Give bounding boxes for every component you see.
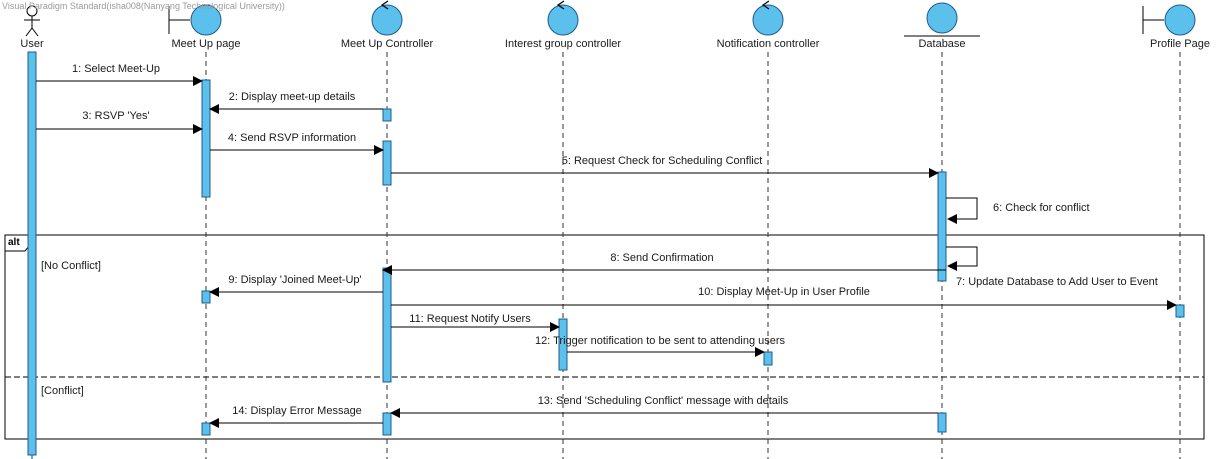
message-label-11: 11: Request Notify Users	[409, 313, 531, 325]
actor-leg-right-icon	[31, 27, 39, 37]
message-label-7: 7: Update Database to Add User to Event	[956, 276, 1158, 288]
message-label-6: 6: Check for conflict	[993, 202, 1090, 214]
activation-database-2	[937, 412, 947, 433]
message-label-13: 13: Send 'Scheduling Conflict' message w…	[537, 395, 789, 407]
activation-meetup-controller-2	[382, 140, 392, 186]
message-label-14: 14: Display Error Message	[232, 405, 362, 417]
alt-fragment-frame	[4, 234, 1205, 440]
activation-database-1	[937, 171, 947, 282]
entity-database-icon	[926, 2, 958, 34]
control-notification-controller-icon	[752, 4, 784, 36]
message-label-10: 10: Display Meet-Up in User Profile	[698, 286, 870, 298]
message-label-2: 2: Display meet-up details	[228, 91, 356, 103]
participant-label-interest-controller: Interest group controller	[504, 38, 622, 50]
message-label-4: 4: Send RSVP information	[227, 132, 357, 144]
activation-meetup-controller-3	[382, 267, 392, 383]
guard-no-conflict: [No Conflict]	[41, 260, 101, 272]
message-arrow-7	[946, 246, 978, 271]
activation-meetup-page-1	[201, 79, 211, 198]
participant-label-database: Database	[918, 38, 966, 50]
control-interest-group-controller-arrow-icon	[556, 0, 565, 10]
control-meetup-controller-arrow-icon	[380, 0, 389, 10]
control-interest-group-controller-icon	[547, 4, 579, 36]
message-label-12: 12: Trigger notification to be sent to a…	[534, 335, 786, 347]
message-label-3: 3: RSVP 'Yes'	[82, 110, 150, 122]
activation-meetup-page-3	[201, 422, 211, 436]
participant-label-user: User	[20, 38, 44, 50]
activation-notification-controller	[763, 351, 773, 366]
boundary-meetup-page-icon	[190, 4, 222, 36]
activation-user	[27, 51, 37, 456]
activation-profile-page	[1175, 304, 1185, 318]
message-arrow-6	[946, 197, 978, 224]
control-notification-controller-arrow-icon	[761, 0, 770, 10]
message-label-9: 9: Display 'Joined Meet-Up'	[228, 274, 362, 286]
control-meetup-controller-icon	[371, 4, 403, 36]
watermark-text: Visual Paradigm Standard(isha008(Nanyang…	[2, 1, 285, 11]
activation-meetup-controller-1	[382, 108, 392, 122]
guard-conflict: [Conflict]	[41, 385, 84, 397]
alt-operator-label: alt	[8, 237, 20, 248]
actor-leg-left-icon	[25, 27, 33, 37]
activation-interest-controller	[558, 318, 568, 371]
participant-label-meetup-page: Meet Up page	[171, 38, 241, 50]
message-label-8: 8: Send Confirmation	[610, 252, 714, 264]
activation-meetup-controller-4	[382, 412, 392, 436]
message-label-5: 5: Request Check for Scheduling Conflict	[561, 155, 763, 167]
participant-label-profile-page: Profile Page	[1150, 38, 1210, 50]
message-label-1: 1: Select Meet-Up	[71, 63, 161, 75]
participant-label-meetup-controller: Meet Up Controller	[340, 38, 434, 50]
boundary-profile-page-icon	[1164, 4, 1196, 36]
participant-label-notification-controller: Notification controller	[716, 38, 820, 50]
activation-meetup-page-2	[201, 290, 211, 304]
